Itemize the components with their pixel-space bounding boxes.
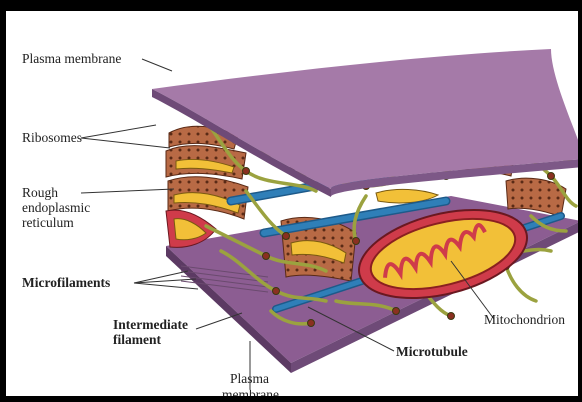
label-mitochondrion: Mitochondrion [484,312,565,327]
label-ribosomes: Ribosomes [22,130,82,145]
cytoskeleton-diagram: Plasma membrane Ribosomes Rough endoplas… [6,11,582,402]
label-plasma-membrane-bottom-line1: Plasma [230,371,269,386]
label-intermediate-line2: filament [113,332,161,347]
label-plasma-membrane-bottom-line2: membrane [222,387,279,402]
label-rough-er-line2: endoplasmic [22,200,90,215]
label-plasma-membrane-top: Plasma membrane [22,51,121,66]
label-microfilaments: Microfilaments [22,275,110,290]
label-rough-er-line1: Rough [22,185,58,200]
label-microtubule: Microtubule [396,344,468,359]
label-rough-er-line3: reticulum [22,215,74,230]
label-intermediate-line1: Intermediate [113,317,188,332]
